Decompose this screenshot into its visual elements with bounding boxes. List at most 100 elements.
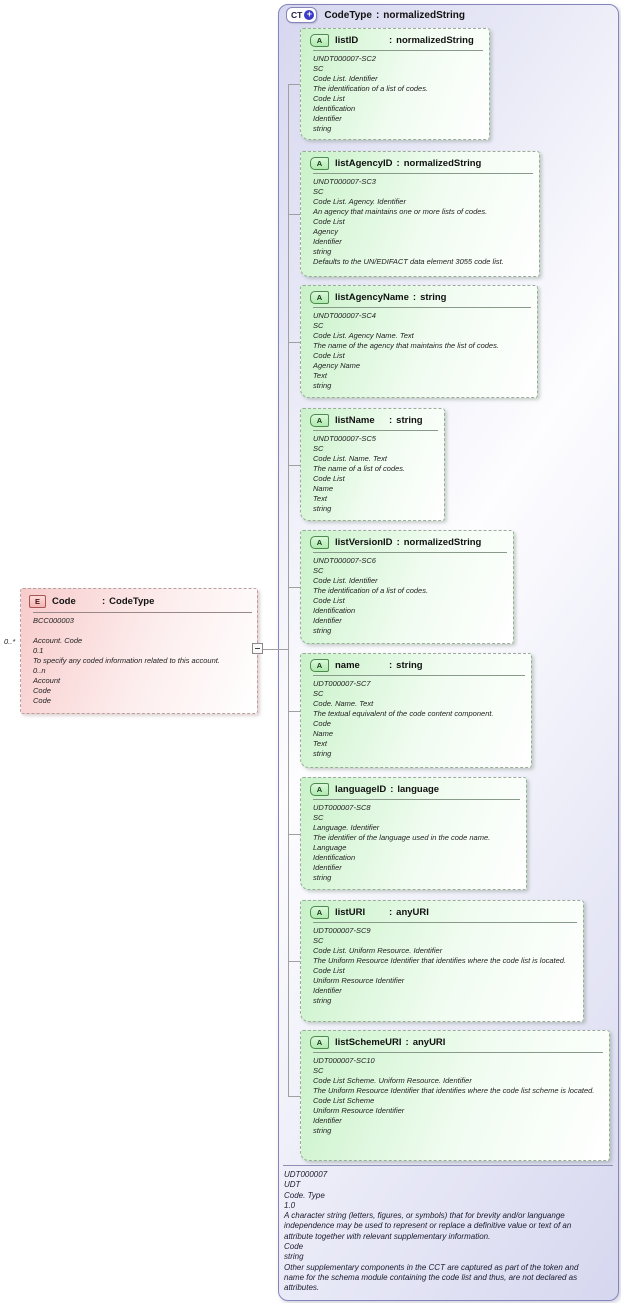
annotation-line: Account. Code [33, 636, 83, 645]
annotation-line: SC [313, 566, 324, 575]
annotation-line: The identifier of the language used in t… [313, 833, 491, 842]
attribute-name: listID [335, 35, 359, 46]
attribute-title: listName:string [335, 415, 423, 426]
annotation-line: Uniform Resource Identifier [313, 976, 405, 985]
attribute-header: A listURI:anyURI [301, 901, 583, 920]
attribute-title: listURI:anyURI [335, 907, 429, 918]
annotation-line: Defaults to the UN/EDIFACT data element … [313, 257, 504, 266]
annotation-line: UNDT000007-SC4 [313, 311, 376, 320]
annotation-line: UNDT000007-SC2 [313, 54, 376, 63]
plus-icon[interactable] [304, 9, 315, 20]
annotation-line: The identification of a list of codes. [313, 586, 429, 595]
title-separator [313, 430, 438, 431]
connector-line [288, 214, 300, 215]
annotation-line: string [313, 749, 332, 758]
attribute-name: listURI [335, 907, 366, 918]
annotation-line: SC [313, 689, 324, 698]
footer-annotation-line: UDT [284, 1180, 301, 1190]
attribute-box-listVersionID[interactable]: A listVersionID:normalizedString UNDT000… [300, 530, 514, 644]
annotation-line: string [313, 873, 332, 882]
title-separator [313, 307, 531, 308]
connector-line [288, 84, 300, 85]
attribute-badge-icon: A [310, 34, 329, 47]
annotation-line: Code List Scheme [313, 1096, 375, 1105]
title-separator [313, 173, 533, 174]
annotation-line: An agency that maintains one or more lis… [313, 207, 488, 216]
attribute-name: listAgencyID [335, 158, 393, 169]
connector-line [288, 342, 300, 343]
annotation-line: SC [313, 444, 324, 453]
annotation-line: Code List [313, 217, 345, 226]
element-title: Code:CodeType [52, 596, 154, 607]
attribute-badge-icon: A [310, 906, 329, 919]
type-colon: : [389, 35, 393, 46]
attribute-type: string [396, 660, 423, 671]
annotation-line: Identifier [313, 114, 342, 123]
connector-line [288, 711, 300, 712]
annotation-line: Name [313, 729, 334, 738]
annotation-line: string [313, 124, 332, 133]
annotation-line: Identifier [313, 616, 342, 625]
type-colon: : [375, 9, 380, 21]
attribute-header: A listID:normalizedString [301, 29, 489, 48]
attribute-type: anyURI [396, 907, 429, 918]
collapse-handle-icon[interactable] [252, 643, 263, 654]
annotation-line: Agency Name [313, 361, 361, 370]
annotation-line: SC [313, 813, 324, 822]
connector-line [263, 649, 288, 650]
complex-type-base-type: normalizedString [383, 9, 465, 21]
attribute-badge-icon: A [310, 783, 329, 796]
title-separator [313, 675, 525, 676]
annotation-line: SC [313, 64, 324, 73]
connector-line [288, 961, 300, 962]
type-colon: : [405, 1037, 409, 1048]
annotation-line: Code List [313, 351, 345, 360]
footer-annotation-line: A character string (letters, figures, or… [284, 1211, 572, 1241]
footer-annotation-line: 1.0 [284, 1200, 296, 1210]
attribute-box-listAgencyID[interactable]: A listAgencyID:normalizedString UNDT0000… [300, 151, 540, 277]
annotation-line: Identification [313, 104, 356, 113]
attribute-title: listAgencyID:normalizedString [335, 158, 481, 169]
annotation-line: string [313, 504, 332, 513]
annotation-line: string [313, 247, 332, 256]
annotation-line: Code. Name. Text [313, 699, 374, 708]
attribute-box-listID[interactable]: A listID:normalizedString UNDT000007-SC2… [300, 28, 490, 140]
footer-annotation-line: Code [284, 1242, 304, 1252]
attribute-name: listVersionID [335, 537, 393, 548]
annotation-line: Language [313, 843, 347, 852]
title-separator [313, 799, 520, 800]
attribute-badge-icon: A [310, 414, 329, 427]
annotation-line: SC [313, 187, 324, 196]
footer-separator [283, 1165, 613, 1166]
annotation-line: Code [313, 719, 331, 728]
connector-line [288, 465, 300, 466]
annotation-line [33, 626, 252, 636]
annotation-line: Language. Identifier [313, 823, 380, 832]
title-separator [313, 552, 507, 553]
complex-type-title: CodeType:normalizedString [324, 10, 465, 21]
annotation-line: The Uniform Resource Identifier that ide… [313, 956, 567, 965]
annotation-line: Identification [313, 853, 356, 862]
attribute-name: listName [335, 415, 375, 426]
title-separator [313, 50, 483, 51]
annotation-line: SC [313, 1066, 324, 1075]
attribute-title: name:string [335, 660, 423, 671]
attribute-badge-icon: A [310, 659, 329, 672]
type-colon: : [412, 292, 417, 303]
annotation-line: Code List [313, 966, 345, 975]
connector-line [288, 84, 289, 1096]
attribute-header: A listAgencyID:normalizedString [301, 152, 539, 171]
title-separator [313, 922, 577, 923]
annotation-line: The identification of a list of codes. [313, 84, 429, 93]
annotation-line: UNDT000007-SC5 [313, 434, 376, 443]
